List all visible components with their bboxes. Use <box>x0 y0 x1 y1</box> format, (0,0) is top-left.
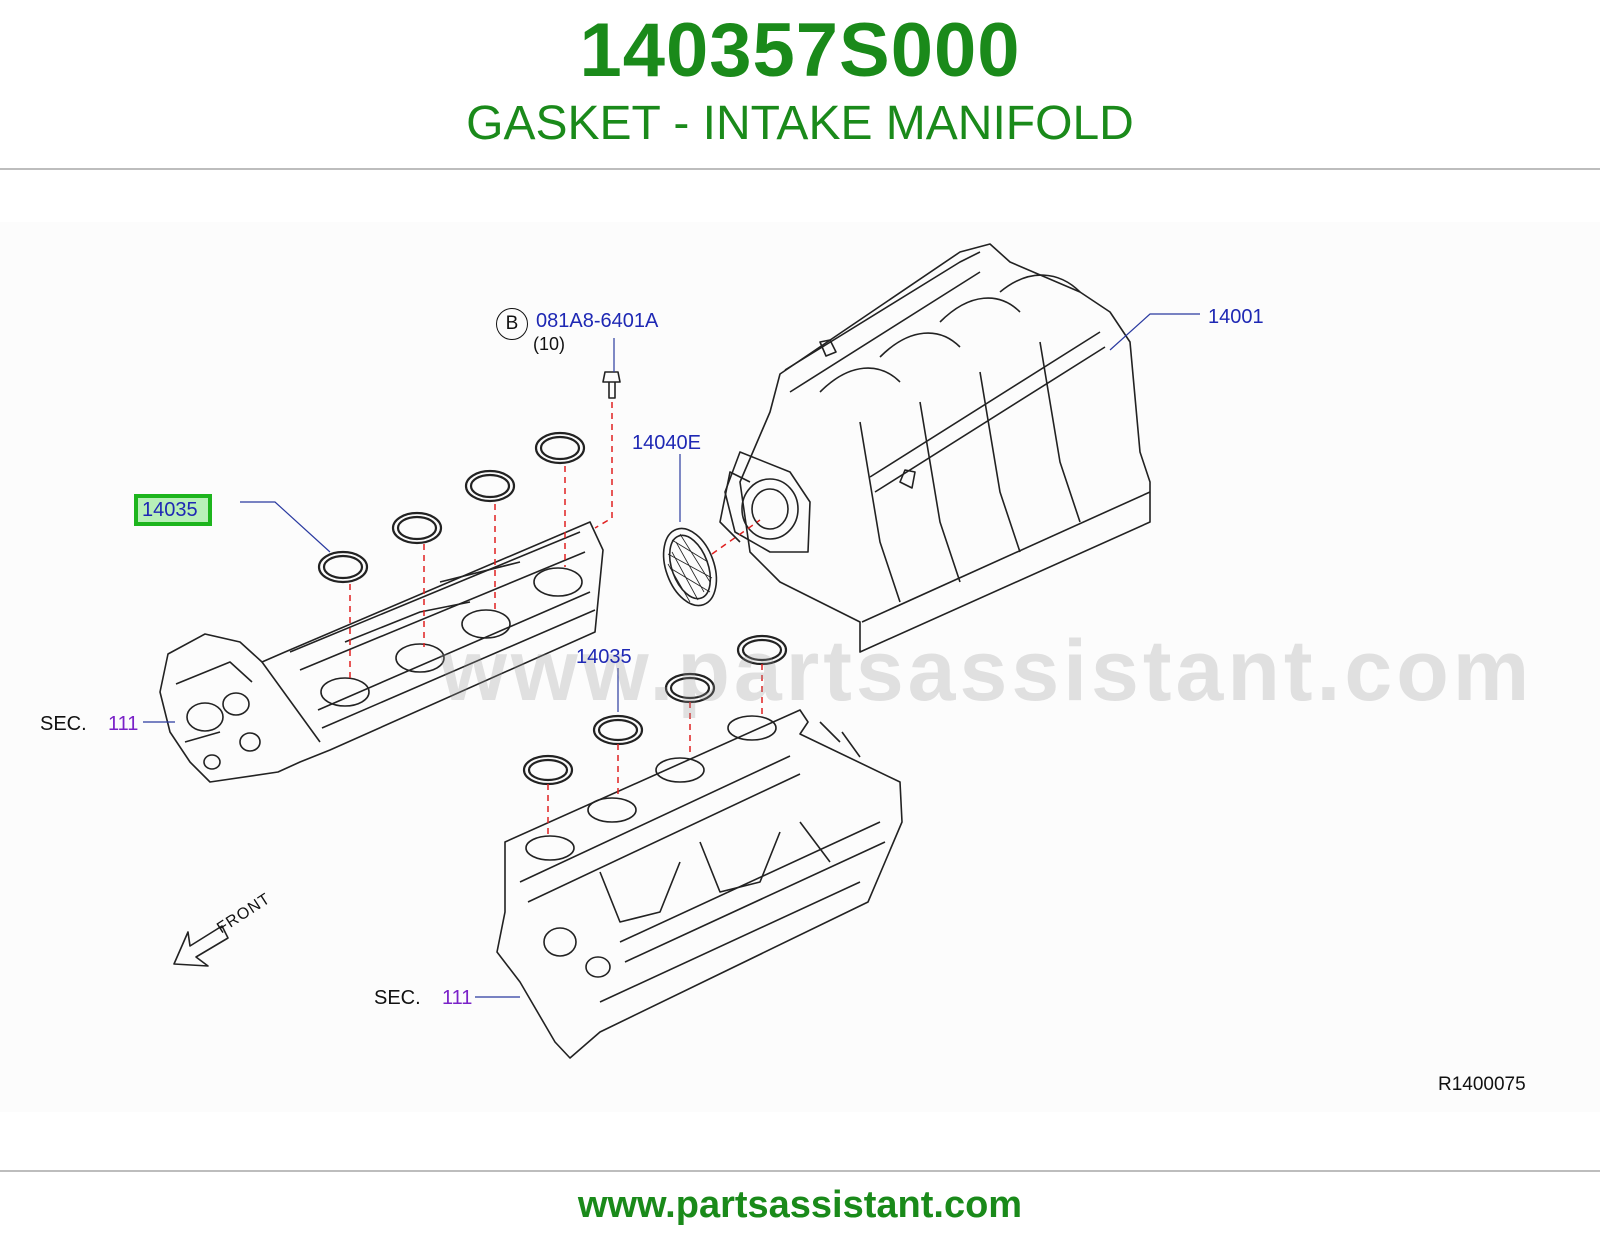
leader-lines <box>143 313 1200 998</box>
parts-diagram: www.partsassistant.com 14035 B 081A8-640… <box>0 222 1600 1112</box>
header-divider <box>0 168 1600 170</box>
throttle-body <box>724 451 811 553</box>
front-arrow <box>173 925 229 967</box>
part-number-title: 140357S000 <box>579 8 1021 93</box>
upper-port-gaskets <box>317 431 586 584</box>
callout-14001[interactable]: 14001 <box>1208 306 1264 328</box>
callout-bolt-part[interactable]: 081A8-6401A <box>536 310 659 332</box>
section-label-upper: SEC. <box>40 713 87 735</box>
part-name-subtitle: GASKET - INTAKE MANIFOLD <box>466 97 1134 150</box>
footer-website-link[interactable]: www.partsassistant.com <box>577 1184 1023 1226</box>
highlighted-callout-14035[interactable]: 14035 <box>134 494 212 526</box>
section-link-lower[interactable]: 111 <box>442 987 473 1009</box>
section-link-upper[interactable]: 111 <box>108 713 139 735</box>
intake-manifold <box>719 243 1151 653</box>
callout-14040e[interactable]: 14040E <box>632 432 701 454</box>
callout-14035-lower[interactable]: 14035 <box>576 646 632 668</box>
lower-cylinder-head <box>496 709 903 1059</box>
bolt <box>602 371 621 399</box>
alignment-lines <box>349 402 763 834</box>
exploded-view-drawing <box>143 243 1200 1059</box>
bolt-circle-marker: B <box>496 308 528 340</box>
callout-label: 14035 <box>142 499 198 521</box>
page-header: 140357S000 GASKET - INTAKE MANIFOLD <box>0 0 1600 168</box>
throttle-gasket <box>662 527 718 607</box>
diagram-reference-code: R1400075 <box>1438 1074 1526 1095</box>
section-label-lower: SEC. <box>374 987 421 1009</box>
watermark: www.partsassistant.com <box>440 623 1534 719</box>
bolt-quantity: (10) <box>533 334 566 354</box>
left-cylinder-head <box>159 521 604 783</box>
footer-divider <box>0 1170 1600 1172</box>
